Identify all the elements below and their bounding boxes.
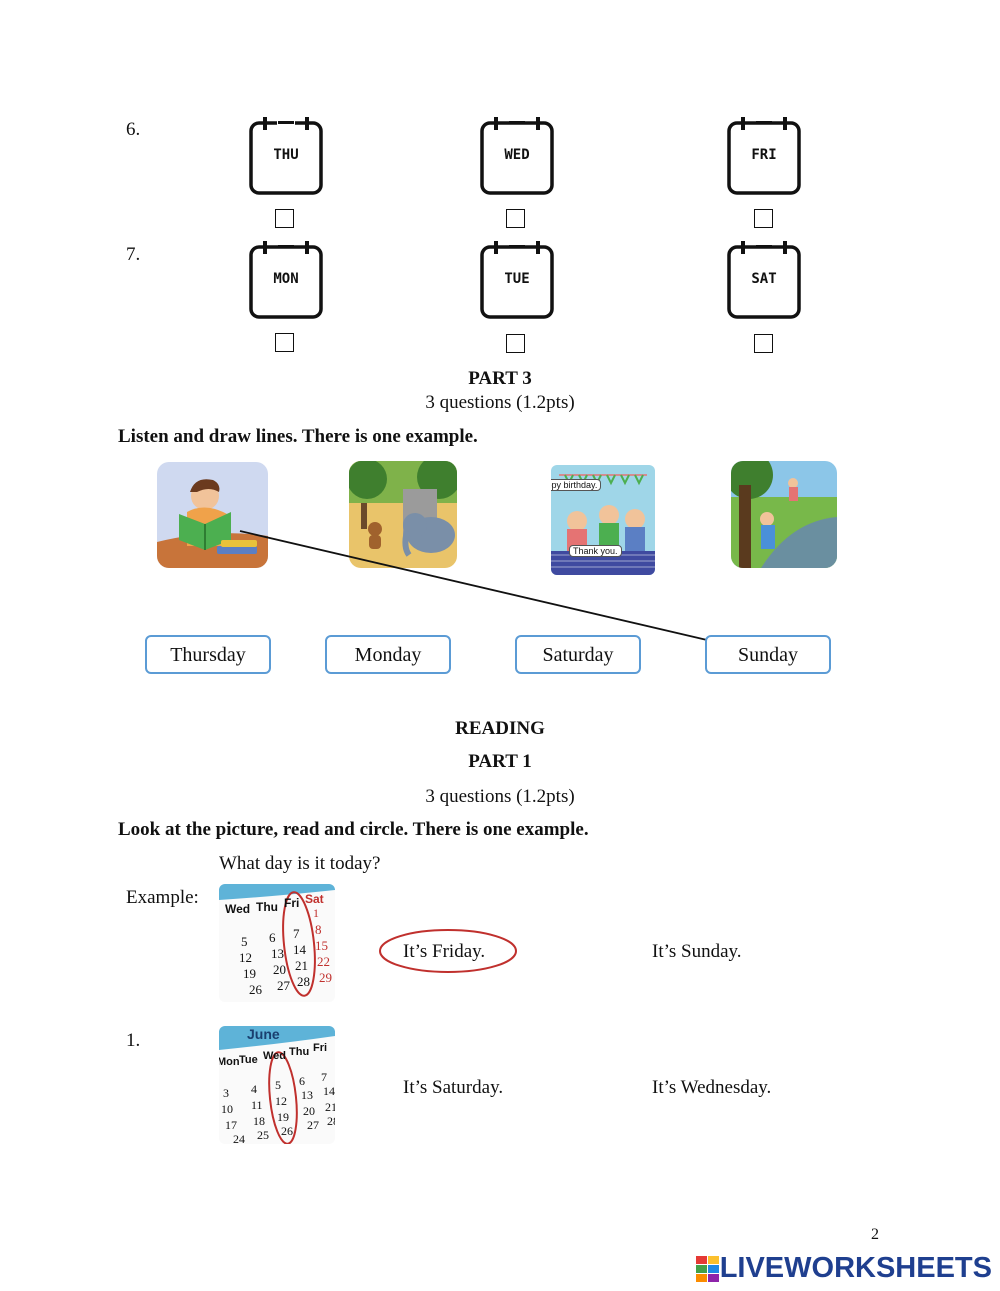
section-title: READING xyxy=(455,718,545,739)
zoo-picture xyxy=(349,461,457,568)
part-subheading: 3 questions (1.2pts) xyxy=(425,786,575,807)
calendar-date: 28 xyxy=(297,974,310,989)
calendar-header: Wed xyxy=(263,1050,287,1062)
day-abbrev: WED xyxy=(504,147,530,163)
calendar-date: 6 xyxy=(299,1074,305,1088)
calendar-date: 18 xyxy=(253,1114,265,1128)
calendar-date: 28 xyxy=(327,1114,335,1128)
day-box-sunday[interactable]: Sunday xyxy=(705,635,831,674)
answer-checkbox[interactable] xyxy=(506,209,525,228)
calendar-date: 19 xyxy=(277,1110,289,1124)
option-sunday[interactable]: It’s Sunday. xyxy=(652,941,742,962)
calendar-date: 27 xyxy=(307,1118,319,1132)
calendar-date: 14 xyxy=(293,942,306,957)
day-abbrev: SAT xyxy=(751,271,777,287)
speech-bubble-thank-you: Thank you. xyxy=(569,545,622,557)
part-subheading: 3 questions (1.2pts) xyxy=(425,392,575,413)
option-wednesday[interactable]: It’s Wednesday. xyxy=(652,1077,772,1098)
option-friday[interactable]: It’s Friday. xyxy=(403,941,486,962)
calendar-icon: WED xyxy=(480,117,554,197)
calendar-date: 24 xyxy=(233,1132,245,1144)
calendar-date: 8 xyxy=(315,922,322,937)
day-abbrev: THU xyxy=(273,147,299,163)
answer-checkbox[interactable] xyxy=(754,334,773,353)
calendar-date: 7 xyxy=(321,1070,327,1084)
calendar-picture: June Mon Tue Wed Thu Fri 3 4 5 6 7 10 11… xyxy=(219,1026,335,1144)
calendar-date: 22 xyxy=(317,954,330,969)
question-number: 1. xyxy=(126,1030,141,1051)
answer-checkbox[interactable] xyxy=(275,209,294,228)
calendar-icon: SAT xyxy=(727,241,801,321)
calendar-icon: THU xyxy=(249,117,323,197)
liveworksheets-logo: LIVEWORKSHEETS xyxy=(695,1252,992,1285)
birthday-party-picture: Happy birthday. Thank you. xyxy=(551,465,655,575)
calendar-date: 21 xyxy=(295,958,308,973)
calendar-date: 13 xyxy=(301,1088,313,1102)
park-picture xyxy=(731,461,837,568)
calendar-date: 4 xyxy=(251,1082,257,1096)
calendar-date: 1 xyxy=(313,906,319,920)
calendar-date: 27 xyxy=(277,978,290,993)
calendar-header: Thu xyxy=(289,1046,310,1058)
answer-checkbox[interactable] xyxy=(275,333,294,352)
calendar-date: 5 xyxy=(241,934,248,949)
page-number: 2 xyxy=(871,1226,879,1243)
calendar-date: 11 xyxy=(251,1098,263,1112)
question-number: 7. xyxy=(126,244,141,265)
day-box-saturday[interactable]: Saturday xyxy=(515,635,641,674)
day-abbrev: TUE xyxy=(504,271,530,287)
calendar-header: Fri xyxy=(313,1042,328,1054)
calendar-date: 7 xyxy=(293,926,300,941)
example-match-line xyxy=(239,530,708,641)
calendar-date: 15 xyxy=(315,938,328,953)
calendar-picture: Wed Thu Fri Sat 1 5 6 7 8 12 13 14 15 19… xyxy=(219,884,335,1002)
calendar-date: 6 xyxy=(269,930,276,945)
calendar-date: 17 xyxy=(225,1118,237,1132)
calendar-date: 13 xyxy=(271,946,284,961)
part-heading: PART 3 xyxy=(468,368,532,389)
calendar-header: Mon xyxy=(219,1056,240,1068)
calendar-header: Sat xyxy=(305,892,324,906)
answer-checkbox[interactable] xyxy=(506,334,525,353)
calendar-header: Wed xyxy=(225,902,251,916)
calendar-icon: TUE xyxy=(480,241,554,321)
reading-question: What day is it today? xyxy=(219,853,381,874)
boy-reading-picture xyxy=(157,462,268,568)
day-abbrev: MON xyxy=(273,271,299,287)
calendar-icon: FRI xyxy=(727,117,801,197)
calendar-date: 26 xyxy=(281,1124,293,1138)
calendar-date: 20 xyxy=(273,962,286,977)
calendar-date: 25 xyxy=(257,1128,269,1142)
option-saturday[interactable]: It’s Saturday. xyxy=(403,1077,504,1098)
speech-bubble-happy-birthday: Happy birthday. xyxy=(551,479,602,491)
logo-text: LIVEWORKSHEETS xyxy=(719,1252,992,1284)
calendar-icon: MON xyxy=(249,241,323,321)
calendar-header: Fri xyxy=(284,896,300,910)
day-abbrev: FRI xyxy=(751,147,777,163)
calendar-header: Tue xyxy=(239,1054,258,1066)
calendar-date: 21 xyxy=(325,1100,335,1114)
instruction: Look at the picture, read and circle. Th… xyxy=(118,819,589,840)
calendar-date: 29 xyxy=(319,970,332,985)
calendar-date: 12 xyxy=(239,950,252,965)
calendar-date: 5 xyxy=(275,1078,281,1092)
calendar-date: 14 xyxy=(323,1084,335,1098)
calendar-date: 26 xyxy=(249,982,262,997)
part-heading: PART 1 xyxy=(468,751,532,772)
answer-checkbox[interactable] xyxy=(754,209,773,228)
calendar-date: 10 xyxy=(221,1102,233,1116)
logo-blocks-icon xyxy=(695,1255,719,1282)
day-box-monday[interactable]: Monday xyxy=(325,635,451,674)
calendar-month: June xyxy=(247,1026,280,1042)
calendar-date: 19 xyxy=(243,966,256,981)
question-number: 6. xyxy=(126,119,141,140)
calendar-header: Thu xyxy=(256,900,278,914)
calendar-date: 3 xyxy=(223,1086,229,1100)
instruction: Listen and draw lines. There is one exam… xyxy=(118,426,478,447)
example-label: Example: xyxy=(126,887,199,908)
calendar-date: 12 xyxy=(275,1094,287,1108)
day-box-thursday[interactable]: Thursday xyxy=(145,635,271,674)
answer-circle xyxy=(379,929,517,973)
calendar-date: 20 xyxy=(303,1104,315,1118)
